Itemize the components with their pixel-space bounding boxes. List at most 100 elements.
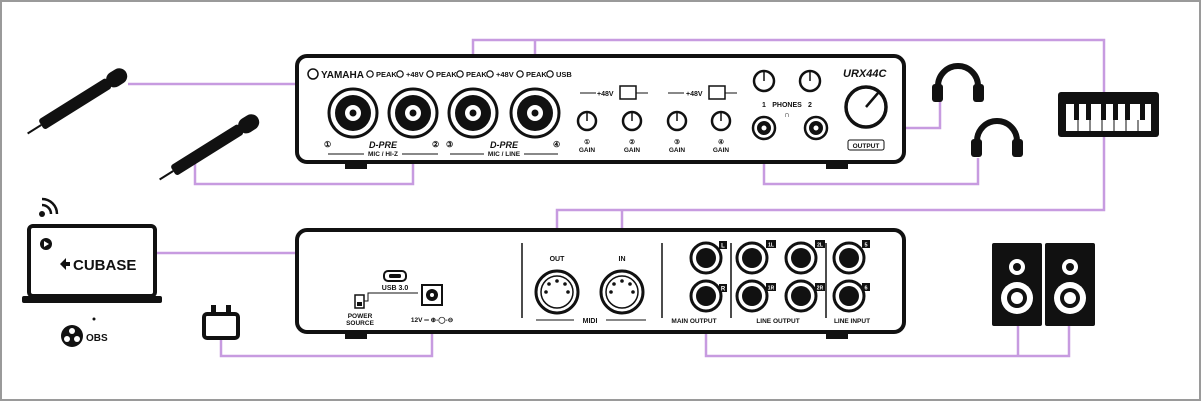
streaming-logo-text: OBS (86, 333, 108, 344)
phantom-switch-12[interactable] (619, 85, 637, 100)
dpre-label-12: D-PRE (369, 140, 398, 150)
front-foot-left (345, 161, 367, 169)
rear-foot-left (345, 331, 367, 339)
phones-label: PHONES (772, 102, 802, 109)
peak-led-3 (456, 70, 464, 78)
output-label-box (847, 139, 885, 151)
gain-number-4: ④ (718, 138, 724, 146)
main-output-l-jack[interactable] (689, 241, 723, 275)
laptop-icon (22, 224, 162, 303)
main-r-tag (719, 284, 727, 292)
input-number-4: ④ (553, 140, 560, 149)
headphone-symbol-icon: ∩ (784, 110, 790, 119)
daw-logo-text: CUBASE (73, 257, 136, 274)
line-out-tag-1r-text: 1R (768, 286, 775, 292)
line-out-tag-1l-text: 1L (768, 243, 774, 249)
phones-knob-2[interactable] (798, 69, 822, 93)
line-in-tag-6-text: 6 (864, 286, 867, 292)
peak-led-4 (516, 70, 524, 78)
power-source-label-1: POWER (348, 313, 373, 320)
gain-number-1: ① (584, 138, 590, 146)
combo-jack-3[interactable] (447, 87, 499, 139)
line-out-tag-1l (766, 240, 776, 248)
gain-knob-4[interactable] (710, 110, 732, 132)
usb-led-label: USB (556, 70, 572, 79)
peak-led-2 (426, 70, 434, 78)
main-l-tag (719, 241, 727, 249)
peak-label-2: PEAK (436, 70, 457, 79)
obs-logo-icon (61, 317, 96, 347)
phantom-led-12 (396, 70, 404, 78)
phantom-switch-label-12: +48V (597, 91, 614, 98)
input-number-3: ③ (446, 140, 453, 149)
midi-out-label: OUT (550, 256, 566, 263)
line-input-label: LINE INPUT (834, 318, 870, 325)
microphone-1-icon (27, 68, 128, 135)
dpre-sublabel-12: MIC / HI-Z (368, 151, 398, 158)
midi-in-label: IN (619, 256, 626, 263)
gain-label-3: GAIN (669, 147, 686, 154)
power-adapter-icon (202, 305, 240, 340)
gain-label-4: GAIN (713, 147, 730, 154)
combo-jack-1[interactable] (327, 87, 379, 139)
headphones-1-icon (932, 63, 984, 102)
line-output-label: LINE OUTPUT (756, 318, 799, 325)
line-out-tag-2l (815, 240, 825, 248)
line-out-tag-2r-text: 2R (817, 286, 824, 292)
phones-jack-1[interactable] (751, 115, 777, 141)
midi-out-port[interactable] (534, 269, 580, 315)
line-in-tag-5 (862, 240, 870, 248)
combo-jack-2[interactable] (387, 87, 439, 139)
dpre-sublabel-34: MIC / LINE (488, 151, 521, 158)
peak-label-4: PEAK (526, 70, 547, 79)
dc-in-jack[interactable] (421, 284, 443, 306)
gain-knob-3[interactable] (666, 110, 688, 132)
output-knob[interactable] (844, 85, 888, 129)
play-icon (40, 238, 52, 250)
phones-number-1: 1 (762, 102, 766, 109)
line-output-1r-jack[interactable] (735, 279, 769, 313)
line-in-tag-6 (862, 283, 870, 291)
main-l-tag-text: L (721, 244, 725, 250)
front-panel: YAMAHA PEAK +48V PEAK PEAK +48V PEAK USB (295, 54, 906, 169)
line-output-2l-jack[interactable] (784, 241, 818, 275)
gain-number-3: ③ (674, 138, 680, 146)
gain-number-2: ② (629, 138, 635, 146)
line-input-5-jack[interactable] (832, 241, 866, 275)
usb-port-tongue (389, 274, 401, 278)
rear-panel: USB 3.0 POWER SOURCE 12V ═ ⊕-◯-⊖ OUT IN (295, 228, 906, 339)
front-foot-right (826, 161, 848, 169)
midi-in-port[interactable] (599, 269, 645, 315)
line-output-1l-jack[interactable] (735, 241, 769, 275)
yamaha-emblem-icon (307, 68, 319, 80)
speaker-right-icon (1045, 243, 1095, 326)
peak-led-1 (366, 70, 374, 78)
phones-number-2: 2 (808, 102, 812, 109)
main-output-label: MAIN OUTPUT (671, 318, 716, 325)
dpre-label-34: D-PRE (490, 140, 519, 150)
phones-knob-1[interactable] (752, 69, 776, 93)
peak-label-3: PEAK (466, 70, 487, 79)
line-input-6-jack[interactable] (832, 279, 866, 313)
gain-knob-2[interactable] (621, 110, 643, 132)
gain-knob-1[interactable] (576, 110, 598, 132)
combo-jack-4[interactable] (509, 87, 561, 139)
midi-section-label: MIDI (583, 318, 598, 325)
line-output-2r-jack[interactable] (784, 279, 818, 313)
brand-label: YAMAHA (321, 70, 364, 81)
rear-foot-right (826, 331, 848, 339)
phantom-label-12: +48V (406, 70, 424, 79)
dc-in-label: 12V ═ ⊕-◯-⊖ (411, 316, 454, 324)
headphones-2-icon (971, 118, 1023, 157)
phantom-label-34: +48V (496, 70, 514, 79)
power-source-switch-lever (357, 302, 362, 306)
power-source-switch[interactable] (354, 294, 365, 309)
main-output-r-jack[interactable] (689, 279, 723, 313)
usb-port-label: USB 3.0 (382, 285, 409, 292)
speaker-left-icon (992, 243, 1042, 326)
phones-jack-2[interactable] (803, 115, 829, 141)
phantom-switch-34[interactable] (708, 85, 726, 100)
power-source-line (364, 292, 418, 302)
